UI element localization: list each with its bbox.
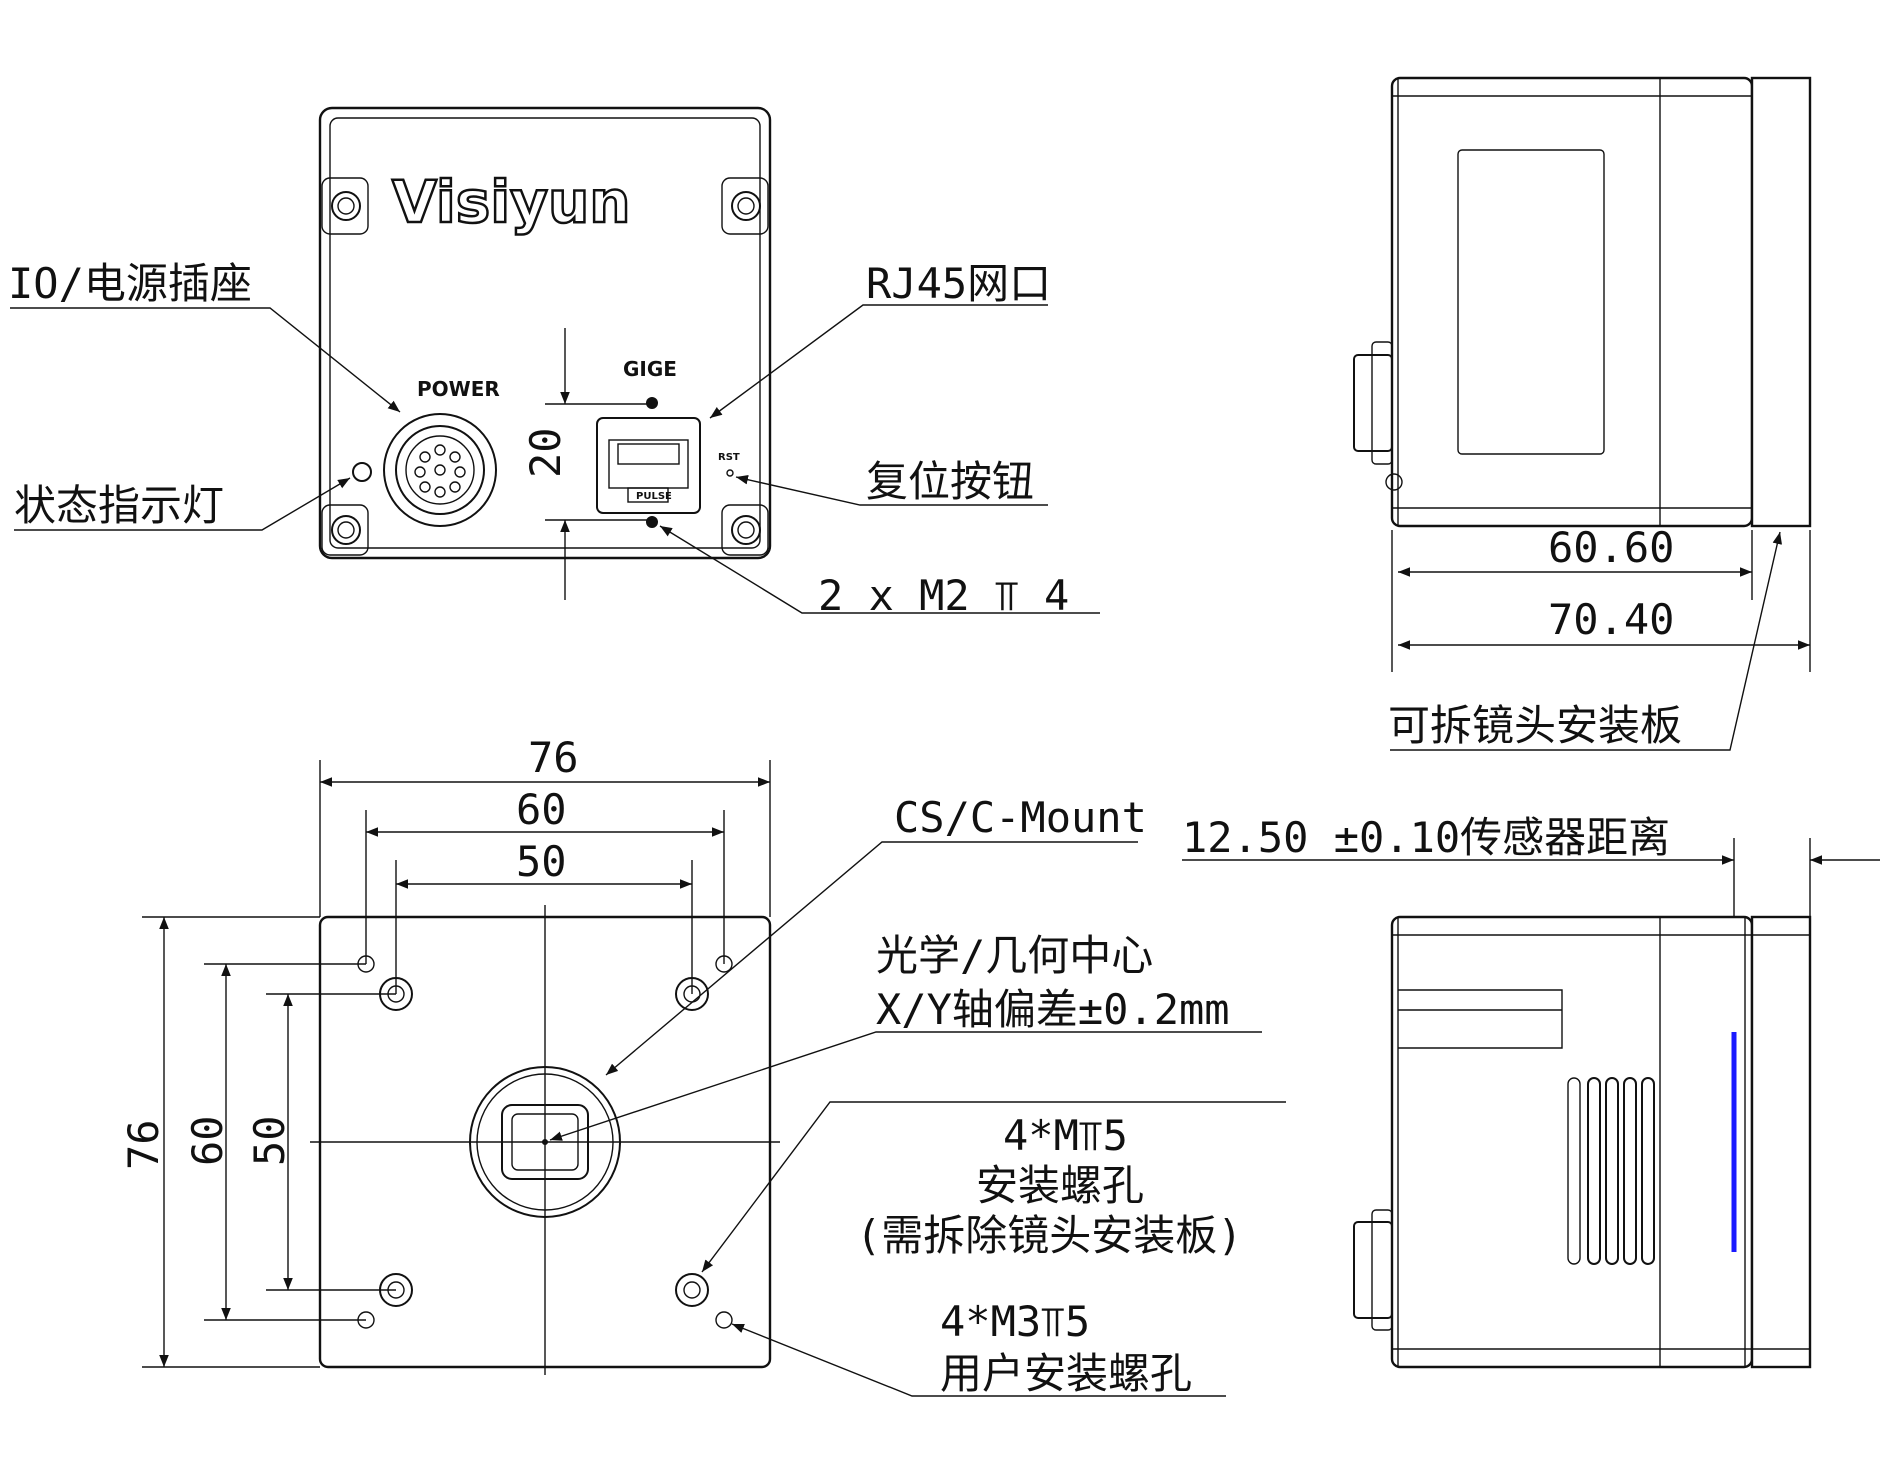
gige-label: GIGE bbox=[623, 357, 677, 381]
callout-m2-holes: 2 x M2 ⫪ 4 bbox=[818, 571, 1069, 620]
bottom-view-callouts: CS/C-Mount 光学/几何中心 X/Y轴偏差±0.2mm 4*M⫪5 安装… bbox=[549, 793, 1286, 1398]
corner-screw-icon bbox=[721, 504, 769, 556]
pulse-label: PULSE bbox=[636, 491, 672, 502]
dim-width-50: 50 bbox=[516, 837, 567, 886]
callout-center-line1: 光学/几何中心 bbox=[876, 931, 1153, 980]
corner-screw-icon bbox=[321, 504, 369, 556]
side-connector-icon bbox=[1353, 354, 1393, 452]
callout-m-holes-line2: 安装螺孔 bbox=[976, 1161, 1144, 1210]
dim-sensor-distance: 12.50 ±0.10传感器距离 bbox=[1182, 813, 1670, 862]
vent-slots-icon bbox=[1567, 1077, 1655, 1265]
corner-screw-icon bbox=[721, 177, 769, 235]
side-housing bbox=[1390, 76, 1754, 528]
power-connector-icon bbox=[383, 413, 497, 527]
lens-mount-plate-bottom bbox=[1750, 915, 1812, 1369]
callout-rj45: RJ45网口 bbox=[866, 259, 1051, 308]
side-view-top: 60.60 70.40 可拆镜头安装板 bbox=[1353, 76, 1812, 751]
rj45-port-icon: PULSE bbox=[596, 417, 701, 514]
callout-m-holes-line1: 4*M⫪5 bbox=[1003, 1111, 1128, 1160]
brand-logo: Visiyun bbox=[392, 168, 631, 236]
m2-hole-icon bbox=[646, 397, 658, 409]
front-housing-inner bbox=[329, 117, 761, 549]
side-view-bottom: 12.50 ±0.10传感器距离 bbox=[1182, 813, 1880, 1369]
front-view: Visiyun POWER GIGE PULSE RST bbox=[318, 106, 772, 600]
dim-width-60: 60 bbox=[516, 785, 567, 834]
callout-cs-mount: CS/C-Mount bbox=[894, 793, 1147, 842]
corner-screw-icon bbox=[321, 177, 369, 235]
dim-height-50: 50 bbox=[245, 1115, 294, 1166]
reset-button-icon bbox=[726, 469, 734, 477]
callout-m3-line1: 4*M3⫪5 bbox=[940, 1297, 1090, 1346]
dim-70-40: 70.40 bbox=[1548, 595, 1674, 644]
callout-io-power: IO/电源插座 bbox=[8, 259, 252, 308]
side-label-panel bbox=[1457, 149, 1605, 455]
dim-height-76: 76 bbox=[119, 1119, 168, 1170]
m3-hole-icon bbox=[715, 1311, 733, 1329]
callout-status-led: 状态指示灯 bbox=[14, 481, 224, 530]
callout-center-line2: X/Y轴偏差±0.2mm bbox=[876, 985, 1230, 1034]
dim-20: 20 bbox=[521, 427, 570, 478]
cs-mount-icon bbox=[469, 1066, 621, 1218]
callout-lens-plate: 可拆镜头安装板 bbox=[1388, 701, 1682, 750]
bottom-view: 76 60 50 76 60 50 bbox=[119, 733, 780, 1375]
power-label: POWER bbox=[417, 377, 500, 401]
dim-width-76: 76 bbox=[528, 733, 579, 782]
callout-m3-line2: 用户安装螺孔 bbox=[940, 1349, 1192, 1398]
dim-height-60: 60 bbox=[183, 1115, 232, 1166]
side-connector-icon bbox=[1353, 1221, 1393, 1319]
front-housing bbox=[318, 106, 772, 560]
lens-mount-plate bbox=[1750, 76, 1812, 528]
sensor-window bbox=[501, 1104, 589, 1180]
m2-hole-icon bbox=[646, 516, 658, 528]
rst-label: RST bbox=[718, 452, 740, 463]
status-led-icon bbox=[352, 462, 372, 482]
callout-m-holes-line3: (需拆除镜头安装板) bbox=[856, 1211, 1243, 1260]
callout-reset-button: 复位按钮 bbox=[866, 457, 1034, 506]
front-view-callouts: IO/电源插座 RJ45网口 状态指示灯 复位按钮 2 x M2 ⫪ 4 bbox=[8, 259, 1100, 620]
dim-60-60: 60.60 bbox=[1548, 523, 1674, 572]
m-hole-icon bbox=[675, 1273, 709, 1307]
side-housing-bottom bbox=[1390, 915, 1754, 1369]
